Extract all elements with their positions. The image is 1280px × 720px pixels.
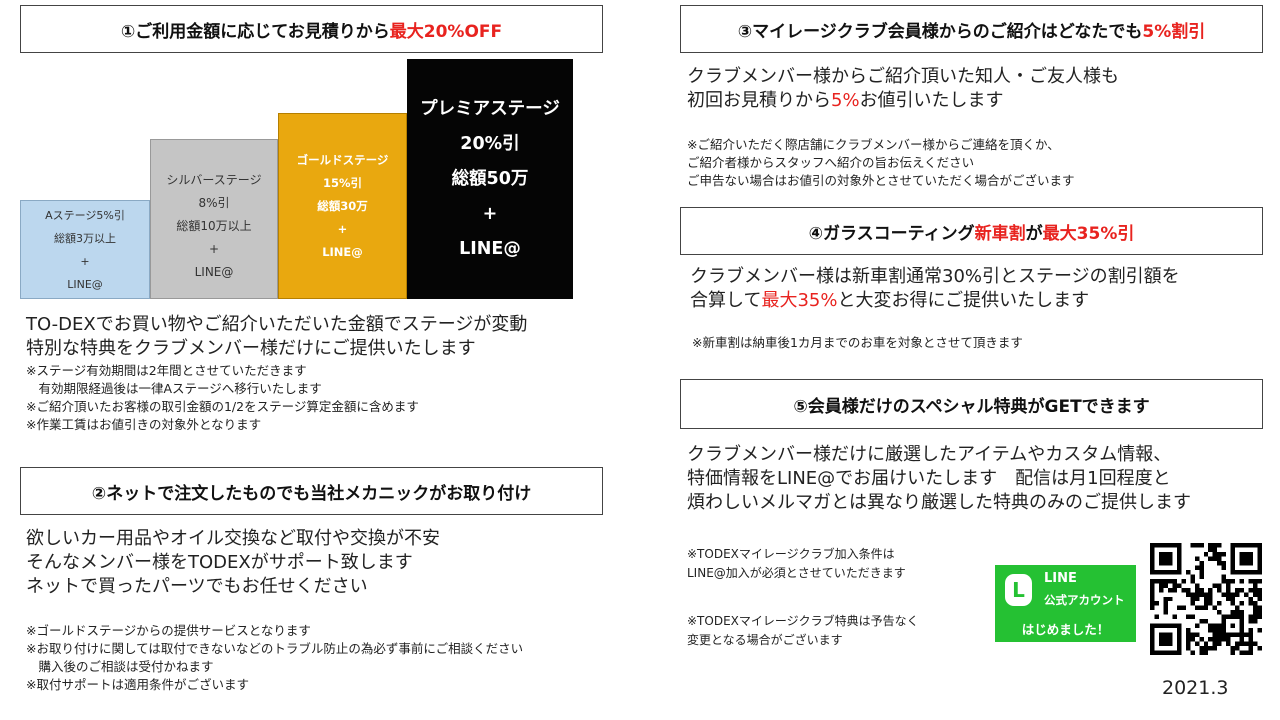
section3-body: クラブメンバー様からご紹介頂いた知人・ご友人様も 初回お見積りから5%お値引いた… [687,65,1119,113]
section3-note: ご申告ない場合はお値引の対象外とさせていただく場合がございます [687,173,1075,188]
section2-note: ※お取り付けに関しては取付できないなどのトラブル防止の為必ず事前にご相談ください [26,641,524,656]
section3-body-line2-highlight: 5% [831,90,860,111]
stage-a-line: 総額3万以上 [54,231,116,245]
section2-heading-text: ②ネットで注文したものでも当社メカニックがお取り付け [91,483,532,504]
section3-body-line2-prefix: 初回お見積りから [687,90,831,111]
section2-body-line: そんなメンバー様をTODEXがサポート致します [26,552,413,573]
section2-heading: ②ネットで注文したものでも当社メカニックがお取り付け [20,467,603,515]
section4-heading-middle: が [1025,223,1043,244]
section5-note: LINE@加入が必須とさせていただきます [687,565,906,580]
section4-body-line: クラブメンバー様は新車割通常30%引とステージの割引額を [690,266,1180,287]
section2-note: ※取付サポートは適用条件がございます [26,677,249,692]
stage-silver-line: LINE@ [194,264,234,279]
stage-gold-line: 15%引 [322,175,363,190]
stage-a-line: + [80,254,90,268]
section5-body: クラブメンバー様だけに厳選したアイテムやカスタム情報、 特価情報をLINE@でお… [687,443,1191,515]
section4-heading-highlight1: 新車割 [974,223,1026,244]
section4-body-line2-suffix: と大変お得にご提供いたします [837,290,1090,311]
section3-body-line2: 初回お見積りから5%お値引いたします [687,89,1119,113]
stage-silver-line: 8%引 [198,195,230,210]
stage-a-line: Aステージ5%引 [45,208,125,222]
qr-code-icon[interactable] [1150,543,1262,655]
section2-body: 欲しいカー用品やオイル交換など取付や交換が不安 そんなメンバー様をTODEXがサ… [26,527,440,599]
stage-gold-line: 総額30万 [317,198,368,213]
section3-body-line: クラブメンバー様からご紹介頂いた知人・ご友人様も [687,66,1119,87]
section3-note: ご紹介者様からスタッフへ紹介の旨お伝えください [687,155,975,170]
section5-note: ※TODEXマイレージクラブ加入条件は [687,547,895,561]
stage-gold-line: + [337,221,348,236]
stage-gold-block: ゴールドステージ 15%引 総額30万 + LINE@ [278,113,407,299]
stage-gold-line: ゴールドステージ [296,152,389,167]
section5-notes-a: ※TODEXマイレージクラブ加入条件は LINE@加入が必須とさせていただきます [687,545,906,582]
stage-premium-line: 20%引 [460,133,520,154]
section3-note: ※ご紹介いただく際店舗にクラブメンバー様からご連絡を頂くか、 [687,137,1060,152]
date-label: 2021.3 [1162,677,1229,699]
section5-note: 変更となる場合がございます [687,632,843,647]
section1-heading: ①ご利用金額に応じてお見積りから最大20%OFF [20,5,603,53]
section2-body-line: 欲しいカー用品やオイル交換など取付や交換が不安 [26,528,440,549]
stage-a-block: Aステージ5%引 総額3万以上 + LINE@ [20,200,150,299]
section4-body-line2-highlight: 最大35% [761,290,838,311]
stage-premium-line: + [482,203,498,224]
section1-notes: ※ステージ有効期間は2年間とさせていただきます 有効期限経過後は一律Aステージへ… [26,362,419,434]
line-badge-title: LINE [1044,571,1077,586]
stage-premium-line: 総額50万 [451,168,529,189]
section1-heading-prefix: ①ご利用金額に応じてお見積りから [120,21,390,42]
section1-note: 有効期限経過後は一律Aステージへ移行いたします [26,381,322,396]
section1-heading-highlight: 最大20%OFF [389,21,503,42]
stage-silver-line: シルバーステージ [166,172,262,187]
section4-note: ※新車割は納車後1カ月までのお車を対象とさせて頂きます [692,335,1023,350]
section1-body: TO-DEXでお買い物やご紹介いただいた金額でステージが変動 特別な特典をクラブ… [26,313,527,361]
section1-note: ※ご紹介頂いたお客様の取引金額の1/2をステージ算定金額に含めます [26,399,419,414]
stage-silver-block: シルバーステージ 8%引 総額10万以上 + LINE@ [150,139,278,299]
line-logo-icon: L [1005,574,1032,606]
line-official-badge[interactable]: L LINE 公式アカウント はじめました！ [995,565,1136,642]
stage-premium-block: プレミアステージ 20%引 総額50万 + LINE@ [407,59,573,299]
section4-heading: ④ガラスコーティング新車割が最大35%引 [680,207,1263,255]
stage-silver-line: + [208,241,220,256]
section3-notes: ※ご紹介いただく際店舗にクラブメンバー様からご連絡を頂くか、 ご紹介者様からスタ… [687,136,1075,190]
section4-heading-prefix: ④ガラスコーティング [808,223,975,244]
stage-a-line: LINE@ [67,277,103,291]
section2-notes: ※ゴールドステージからの提供サービスとなります ※お取り付けに関しては取付できな… [26,622,523,694]
line-badge-caption: はじめました！ [1021,622,1110,637]
section2-note: ※ゴールドステージからの提供サービスとなります [26,623,311,638]
section3-heading-highlight: 5%割引 [1142,21,1206,42]
section1-body-line: TO-DEXでお買い物やご紹介いただいた金額でステージが変動 [26,314,528,335]
section1-note: ※ステージ有効期間は2年間とさせていただきます [26,363,307,378]
section4-body-line2: 合算して最大35%と大変お得にご提供いたします [690,289,1180,313]
section4-body: クラブメンバー様は新車割通常30%引とステージの割引額を 合算して最大35%と大… [690,265,1180,313]
section5-heading-text: ⑤会員様だけのスペシャル特典がGETできます [793,396,1150,417]
section1-body-line: 特別な特典をクラブメンバー様だけにご提供いたします [26,338,476,359]
section5-heading: ⑤会員様だけのスペシャル特典がGETできます [680,379,1263,429]
section5-body-line: 特価情報をLINE@でお届けいたします 配信は月1回程度と [687,468,1171,489]
section1-note: ※作業工賃はお値引きの対象外となります [26,417,262,432]
stage-silver-line: 総額10万以上 [176,218,252,233]
section2-note: 購入後のご相談は受付かねます [26,659,214,674]
section4-body-line2-prefix: 合算して [690,290,762,311]
section5-body-line: クラブメンバー様だけに厳選したアイテムやカスタム情報、 [687,444,1172,465]
section3-body-line2-suffix: お値引いたします [859,90,1004,111]
line-badge-subtitle: 公式アカウント [1044,593,1125,607]
section5-body-line: 煩わしいメルマガとは異なり厳選した特典のみのご提供します [687,492,1191,513]
section5-note: ※TODEXマイレージクラブ特典は予告なく [687,614,919,628]
stage-premium-line: LINE@ [459,238,521,259]
stage-premium-line: プレミアステージ [420,98,560,119]
section3-heading-prefix: ③マイレージクラブ会員様からのご紹介はどなたでも [737,21,1143,42]
section4-heading-highlight2: 最大35%引 [1042,223,1135,244]
section5-notes-b: ※TODEXマイレージクラブ特典は予告なく 変更となる場合がございます [687,612,919,649]
section2-body-line: ネットで買ったパーツでもお任せください [26,576,368,597]
stage-gold-line: LINE@ [322,244,363,259]
